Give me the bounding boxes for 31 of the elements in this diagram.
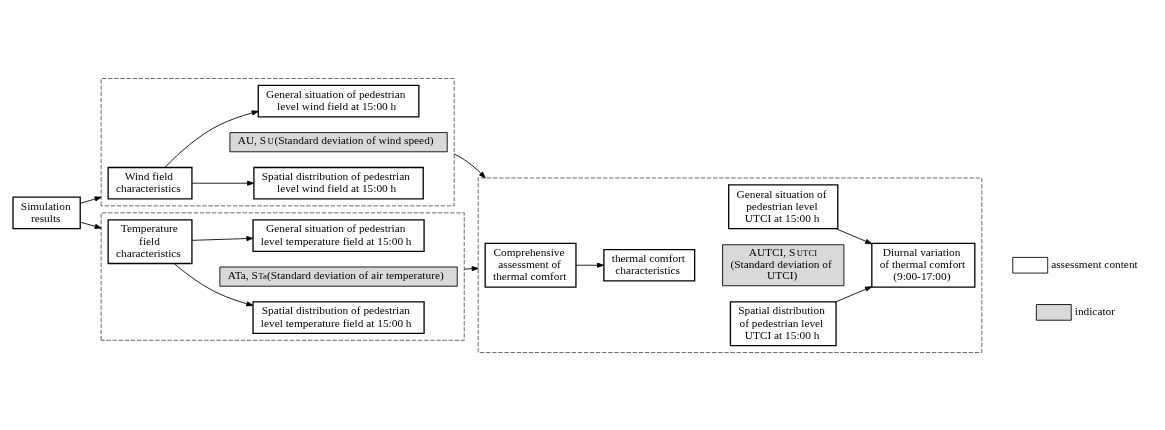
node-box: Comprehensive assessment of thermal comfort xyxy=(484,242,577,288)
node-box: AU, SU(Standard deviation of wind speed) xyxy=(229,131,448,152)
arrow xyxy=(453,153,486,178)
node-box: Spatial distribution of pedestrian level temperature field at 15:00 h xyxy=(252,300,425,334)
node-box: Spatial distribution of pedestrian level UTCI at 15:00 h xyxy=(729,300,837,346)
legend-label: indicator xyxy=(1074,304,1116,317)
arrow xyxy=(191,235,254,241)
arrow xyxy=(835,227,873,244)
legend-label: assessment content xyxy=(1051,257,1138,270)
node-box: General situation of pedestrian level wind field at 15:00 h xyxy=(257,84,420,118)
node-box: Spatial distribution of pedestrian level wind field at 15:00 h xyxy=(253,166,424,200)
cluster xyxy=(100,77,455,206)
node-box: Simulation results xyxy=(12,196,81,229)
node-box: ATa, STa(Standard deviation of air temperature) xyxy=(219,266,458,287)
arrow xyxy=(164,109,259,168)
node-box: AUTCI, SUTCI (Standard deviation of UTCI) xyxy=(722,243,845,286)
node-box: thermal comfort characteristics xyxy=(603,248,696,282)
arrow xyxy=(79,221,102,229)
arrow xyxy=(835,285,873,302)
arrow xyxy=(575,262,605,268)
node-box: General situation of pedestrian level UTCI at 15:00 h xyxy=(728,183,839,229)
node-box: Wind field characteristics xyxy=(107,166,193,200)
arrow xyxy=(191,180,255,186)
node-box: Temperature field characteristics xyxy=(107,218,193,264)
cluster xyxy=(100,211,465,341)
node-box: General situation of pedestrian level temperature field at 15:00 h xyxy=(252,218,425,252)
cluster xyxy=(477,177,983,353)
node-box: Diurnal variation of thermal comfort (9:00-17:00) xyxy=(871,242,976,288)
arrow xyxy=(173,262,254,306)
arrow xyxy=(463,265,479,271)
arrow xyxy=(79,195,102,204)
